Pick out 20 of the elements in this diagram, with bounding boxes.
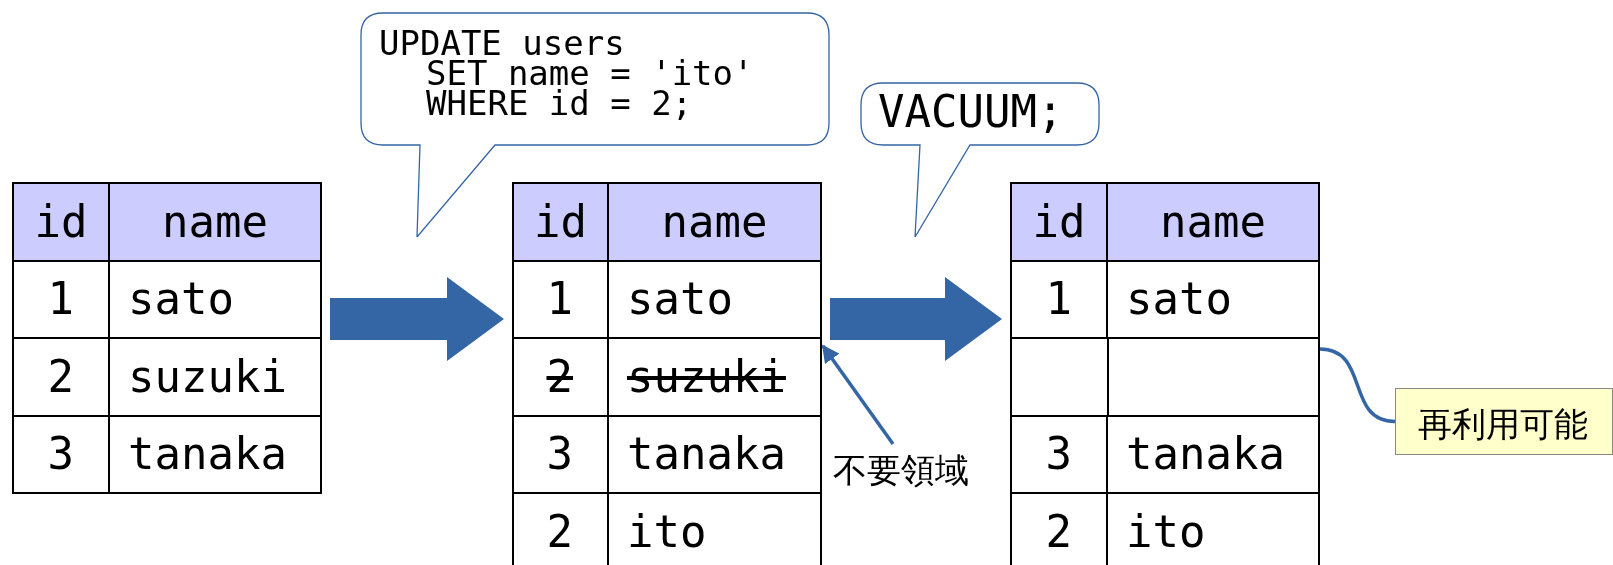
note-box: 再利用可能 <box>1395 388 1613 455</box>
header-cell: name <box>108 182 322 262</box>
code-text: VACUUM; <box>878 90 1064 134</box>
speech-bubble <box>360 12 830 237</box>
table <box>512 182 822 565</box>
table <box>1010 182 1320 565</box>
header-cell: name <box>607 182 822 262</box>
table <box>12 182 322 492</box>
block-arrow <box>330 277 504 361</box>
table-cell: tanaka <box>108 414 322 494</box>
header-cell: name <box>1106 182 1320 262</box>
header-cell: id <box>1010 182 1108 262</box>
leader-line <box>1319 347 1396 424</box>
header-cell: id <box>12 182 110 262</box>
arrow <box>821 344 895 445</box>
annotation-text: 不要領域 <box>833 448 993 492</box>
table-cell: 3 <box>12 414 110 494</box>
header-cell: id <box>512 182 609 262</box>
empty-row <box>1010 337 1320 417</box>
block-arrow <box>830 277 1002 361</box>
